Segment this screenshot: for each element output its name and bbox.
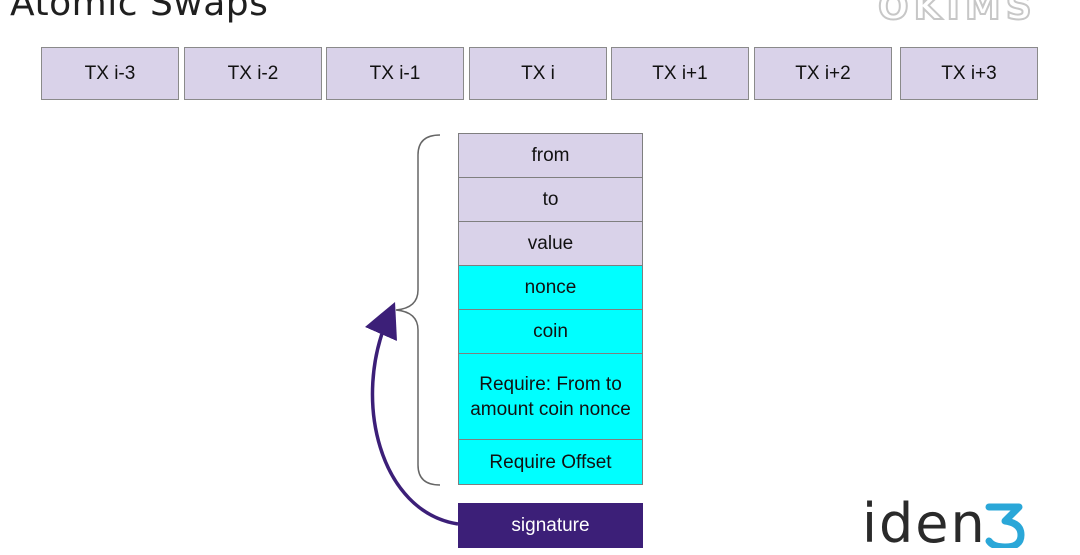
tx-box-i-minus-3: TX i-3 <box>41 47 179 100</box>
slide-title: Atomic Swaps <box>10 0 269 24</box>
tx-box-i-plus-1: TX i+1 <box>611 47 749 100</box>
tx-box-i-minus-2: TX i-2 <box>184 47 322 100</box>
iden3-logo-text: iden <box>862 492 987 555</box>
signature-block: signature <box>458 503 643 548</box>
iden3-logo-mark <box>985 503 1025 548</box>
field-from: from <box>458 133 643 178</box>
field-nonce: nonce <box>458 265 643 310</box>
field-value: value <box>458 221 643 266</box>
tx-box-i-minus-1: TX i-1 <box>326 47 464 100</box>
field-require-from: Require: From to amount coin nonce <box>458 353 643 440</box>
curly-brace <box>395 134 441 486</box>
field-to: to <box>458 177 643 222</box>
tx-box-i-plus-2: TX i+2 <box>754 47 892 100</box>
tx-box-i: TX i <box>469 47 607 100</box>
signature-arrow <box>364 301 459 526</box>
field-require-offset: Require Offset <box>458 439 643 485</box>
okims-logo: OKIMS <box>877 0 1037 29</box>
tx-box-i-plus-3: TX i+3 <box>900 47 1038 100</box>
field-coin: coin <box>458 309 643 354</box>
